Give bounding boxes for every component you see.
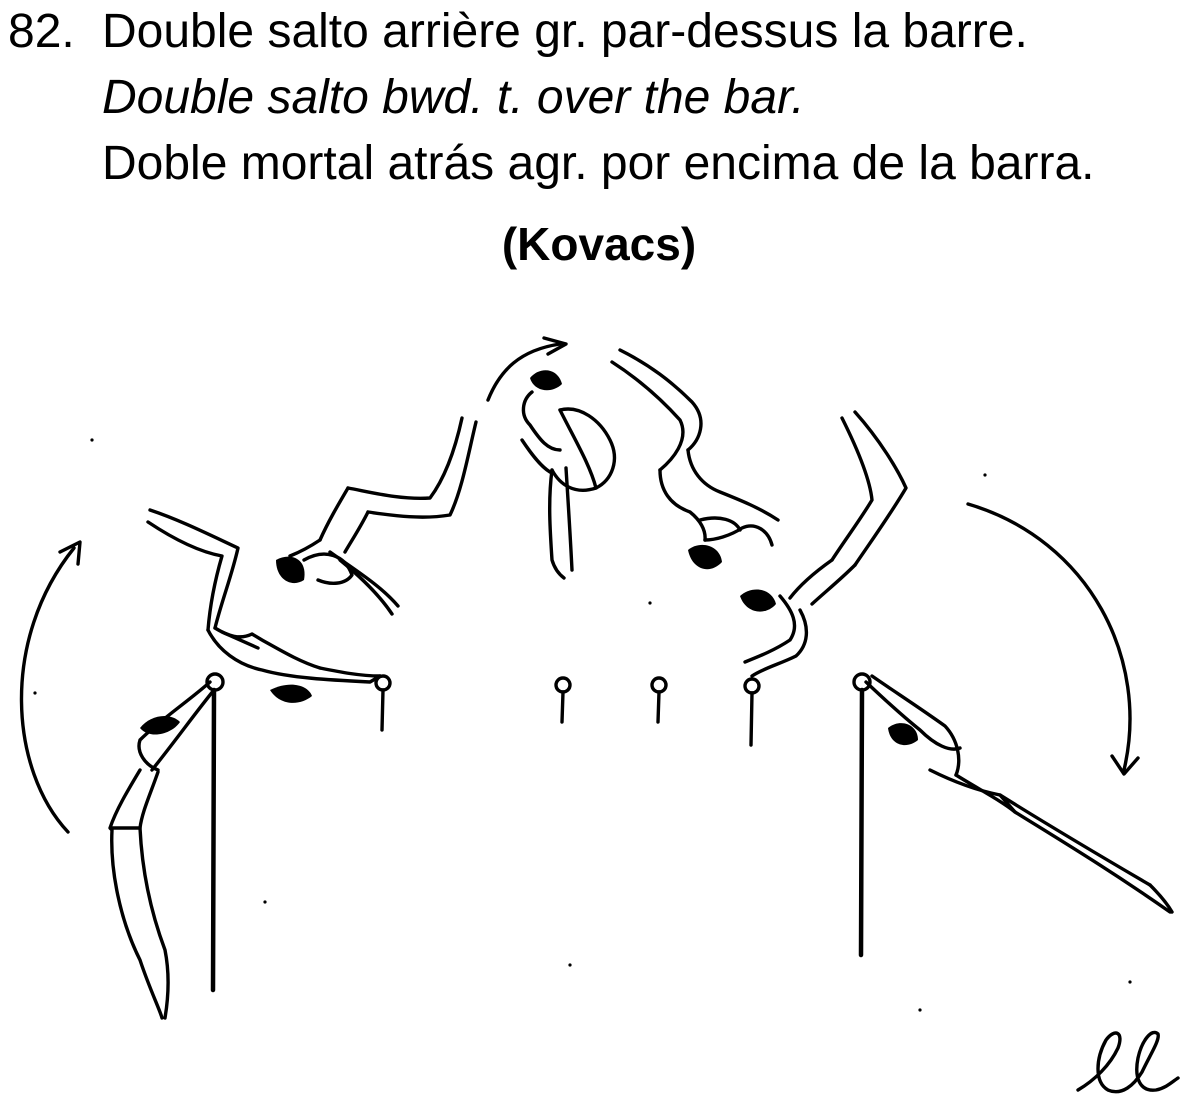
gymnast-figure-1-hang [110, 682, 214, 1018]
bar-position-6 [854, 674, 870, 955]
signature-mark [1078, 1032, 1178, 1091]
bar-position-5 [745, 679, 759, 745]
rotation-arrow-top [488, 338, 566, 400]
bar-position-2 [376, 676, 390, 730]
bar-position-4 [652, 678, 666, 722]
rotation-arrow-left [21, 542, 80, 832]
gymnast-figure-6-regrasp-approach [740, 412, 906, 676]
gymnast-figure-7-regrasp [866, 676, 1172, 912]
rotation-arrow-right [968, 504, 1138, 774]
gymnast-figure-3-release [276, 418, 476, 614]
gymnast-figure-4-tuck [522, 370, 614, 578]
gymnast-figure-2-tap [148, 510, 380, 703]
gymnast-figure-5-second-salto [612, 350, 778, 569]
bar-position-3 [556, 678, 570, 722]
bar-position-1 [207, 674, 223, 990]
